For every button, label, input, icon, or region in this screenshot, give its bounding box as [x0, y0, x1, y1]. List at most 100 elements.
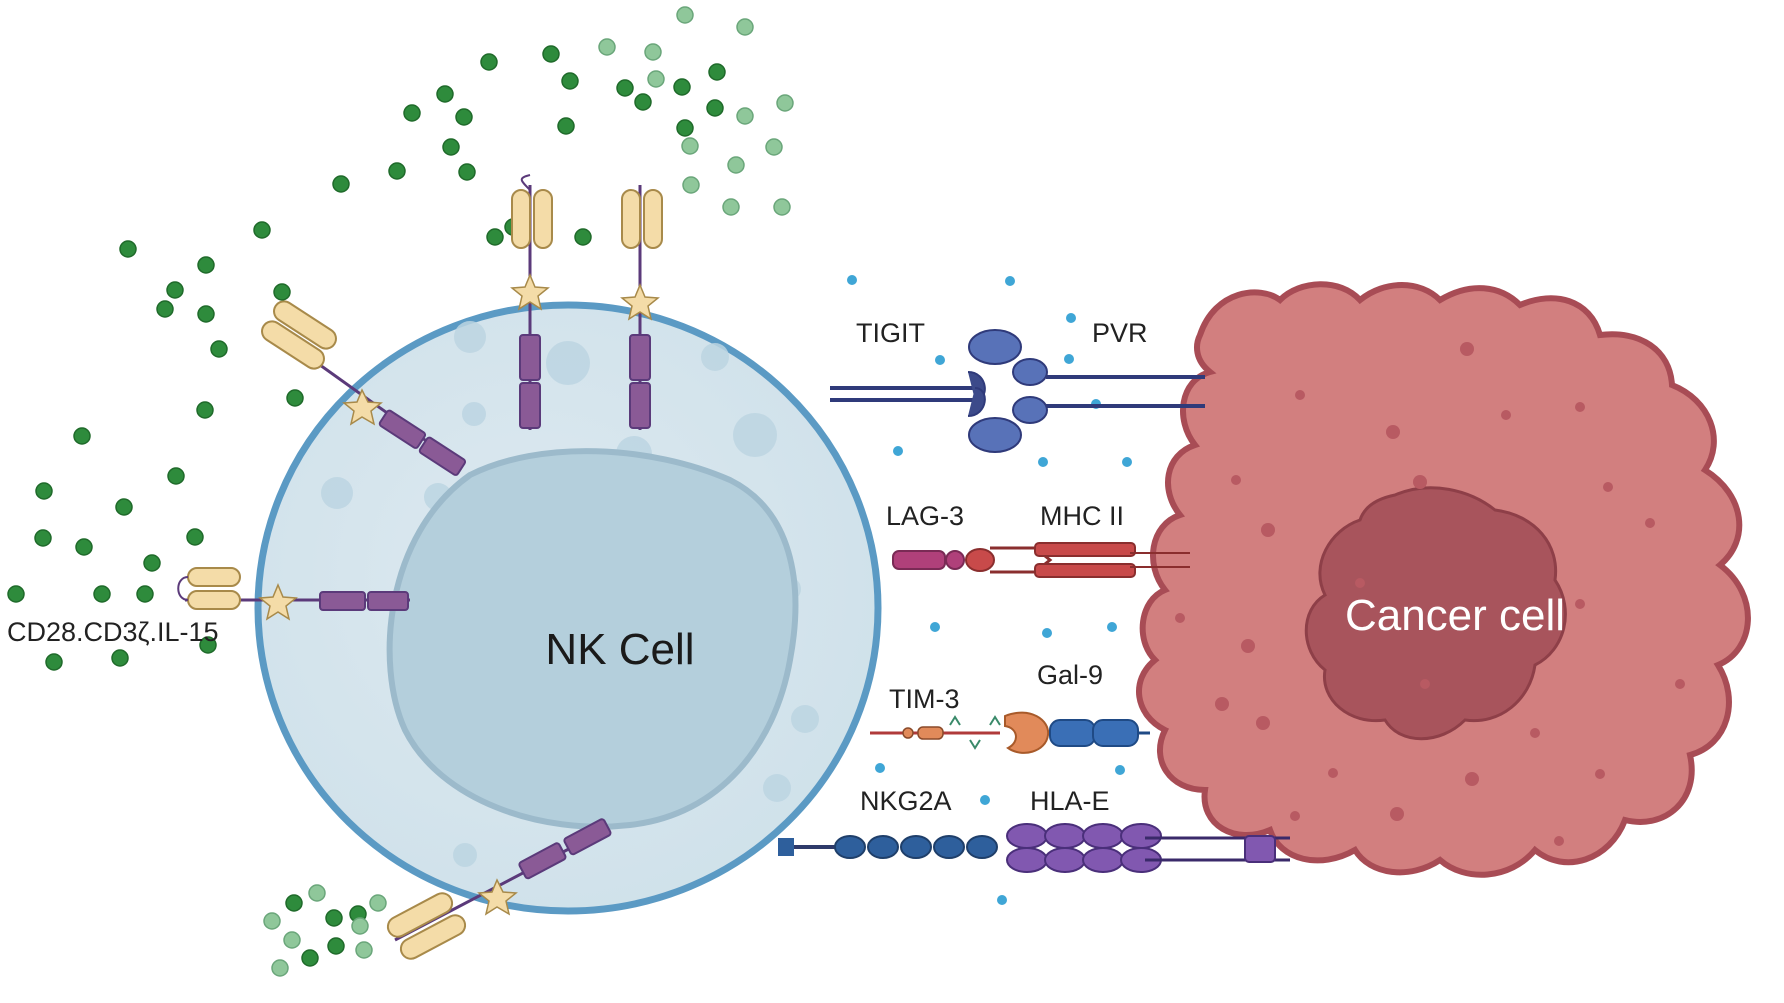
cancer-speckle: [1231, 475, 1241, 485]
il15-particle: [682, 176, 700, 194]
il15-particle: [301, 949, 319, 967]
cytokine-dot: [1107, 622, 1117, 632]
cytokine-dot: [1005, 276, 1015, 286]
nk-cell: NK Cell: [254, 301, 882, 915]
cancer-cell: Cancer cell: [1136, 281, 1751, 878]
cytokine-dot: [875, 763, 885, 773]
nk-vesicle: [454, 321, 486, 353]
il15-particle: [736, 107, 754, 125]
il15-particle: [7, 585, 25, 603]
il15-particle: [458, 163, 476, 181]
il15-particle: [308, 884, 326, 902]
nk-vesicle: [546, 341, 590, 385]
il15-particle: [436, 85, 454, 103]
il15-particle: [34, 529, 52, 547]
cancer-speckles: [1175, 342, 1685, 846]
cytokine-dot: [980, 795, 990, 805]
cancer-speckle: [1465, 772, 1479, 786]
car-construct-label: CD28.CD3ζ.IL-15: [7, 617, 219, 647]
cancer-speckle: [1355, 578, 1365, 588]
cancer-speckle: [1175, 613, 1185, 623]
cytokine-dot: [1066, 313, 1076, 323]
il15-particle: [167, 467, 185, 485]
il15-particle: [186, 528, 204, 546]
il15-particle: [196, 401, 214, 419]
il15-particle: [156, 300, 174, 318]
cancer-speckle: [1501, 410, 1511, 420]
cancer-speckle: [1290, 811, 1300, 821]
il15-particle: [75, 538, 93, 556]
il15-particle: [197, 256, 215, 274]
cancer-speckle: [1460, 342, 1474, 356]
cancer-speckle: [1241, 639, 1255, 653]
il15-particles: [7, 6, 794, 977]
cancer-speckle: [1675, 679, 1685, 689]
il15-particle: [332, 175, 350, 193]
hlae-bead: [1120, 823, 1162, 849]
il15-particle: [143, 554, 161, 572]
cancer-cell-label: Cancer cell: [1345, 591, 1565, 640]
il15-particle: [455, 108, 473, 126]
il15-particle: [115, 498, 133, 516]
hlae-bead: [1082, 823, 1124, 849]
il15-particle: [199, 636, 217, 654]
il15-particle: [676, 6, 694, 24]
nkg2a-bead: [966, 835, 998, 859]
il15-particle: [136, 585, 154, 603]
cytokine-dot: [893, 446, 903, 456]
hlae-bead: [1082, 847, 1124, 873]
car-receptor-upper-left: [261, 300, 467, 476]
il15-particle: [285, 894, 303, 912]
gal9-label: Gal-9: [1037, 660, 1103, 690]
il15-particle: [736, 18, 754, 36]
il15-particle: [542, 45, 560, 63]
cytokine-dot: [997, 895, 1007, 905]
il15-particle: [773, 198, 791, 216]
il15-particle: [486, 228, 504, 246]
cancer-speckle: [1261, 523, 1275, 537]
il15-particle: [283, 931, 301, 949]
hlae-bead: [1044, 847, 1086, 873]
il15-particle: [197, 305, 215, 323]
il15-particle: [45, 653, 63, 671]
cancer-speckle: [1328, 768, 1338, 778]
il15-particle: [561, 72, 579, 90]
il15-particle: [647, 70, 665, 88]
tim3-gal9-interaction: [870, 711, 1150, 754]
il15-particle: [776, 94, 794, 112]
tigit-pvr-interaction: [830, 329, 1205, 453]
il15-particle: [708, 63, 726, 81]
car-receptor-bottom-left: [386, 818, 612, 960]
il15-particle: [598, 38, 616, 56]
hlae-bead: [1006, 847, 1048, 873]
cytokine-dot: [847, 275, 857, 285]
cancer-speckle: [1530, 728, 1540, 738]
nkg2a-hlae-interaction: [778, 823, 1290, 873]
cancer-speckle: [1603, 482, 1613, 492]
nk-vesicle: [453, 843, 477, 867]
cancer-speckle: [1645, 518, 1655, 528]
il15-particle: [557, 117, 575, 135]
nkg2a-label: NKG2A: [860, 786, 952, 816]
il15-particle: [93, 585, 111, 603]
il15-particle: [403, 104, 421, 122]
il15-particle: [210, 340, 228, 358]
nkg2a-bead: [834, 835, 866, 859]
il15-particle: [327, 937, 345, 955]
il15-particle: [286, 389, 304, 407]
nk-vesicle: [321, 477, 353, 509]
cancer-speckle: [1413, 475, 1427, 489]
il15-particle: [722, 198, 740, 216]
car-receptor-top-1: [510, 174, 553, 430]
nk-cell-label: NK Cell: [545, 625, 694, 674]
cytokine-dot: [1122, 457, 1132, 467]
nkg2a-bead: [933, 835, 965, 859]
cytokine-dot: [1064, 354, 1074, 364]
il15-particle: [119, 240, 137, 258]
nk-vesicle: [733, 413, 777, 457]
il15-particle: [673, 78, 691, 96]
cancer-speckle: [1575, 402, 1585, 412]
lag3-label: LAG-3: [886, 501, 964, 531]
il15-particle: [351, 917, 369, 935]
